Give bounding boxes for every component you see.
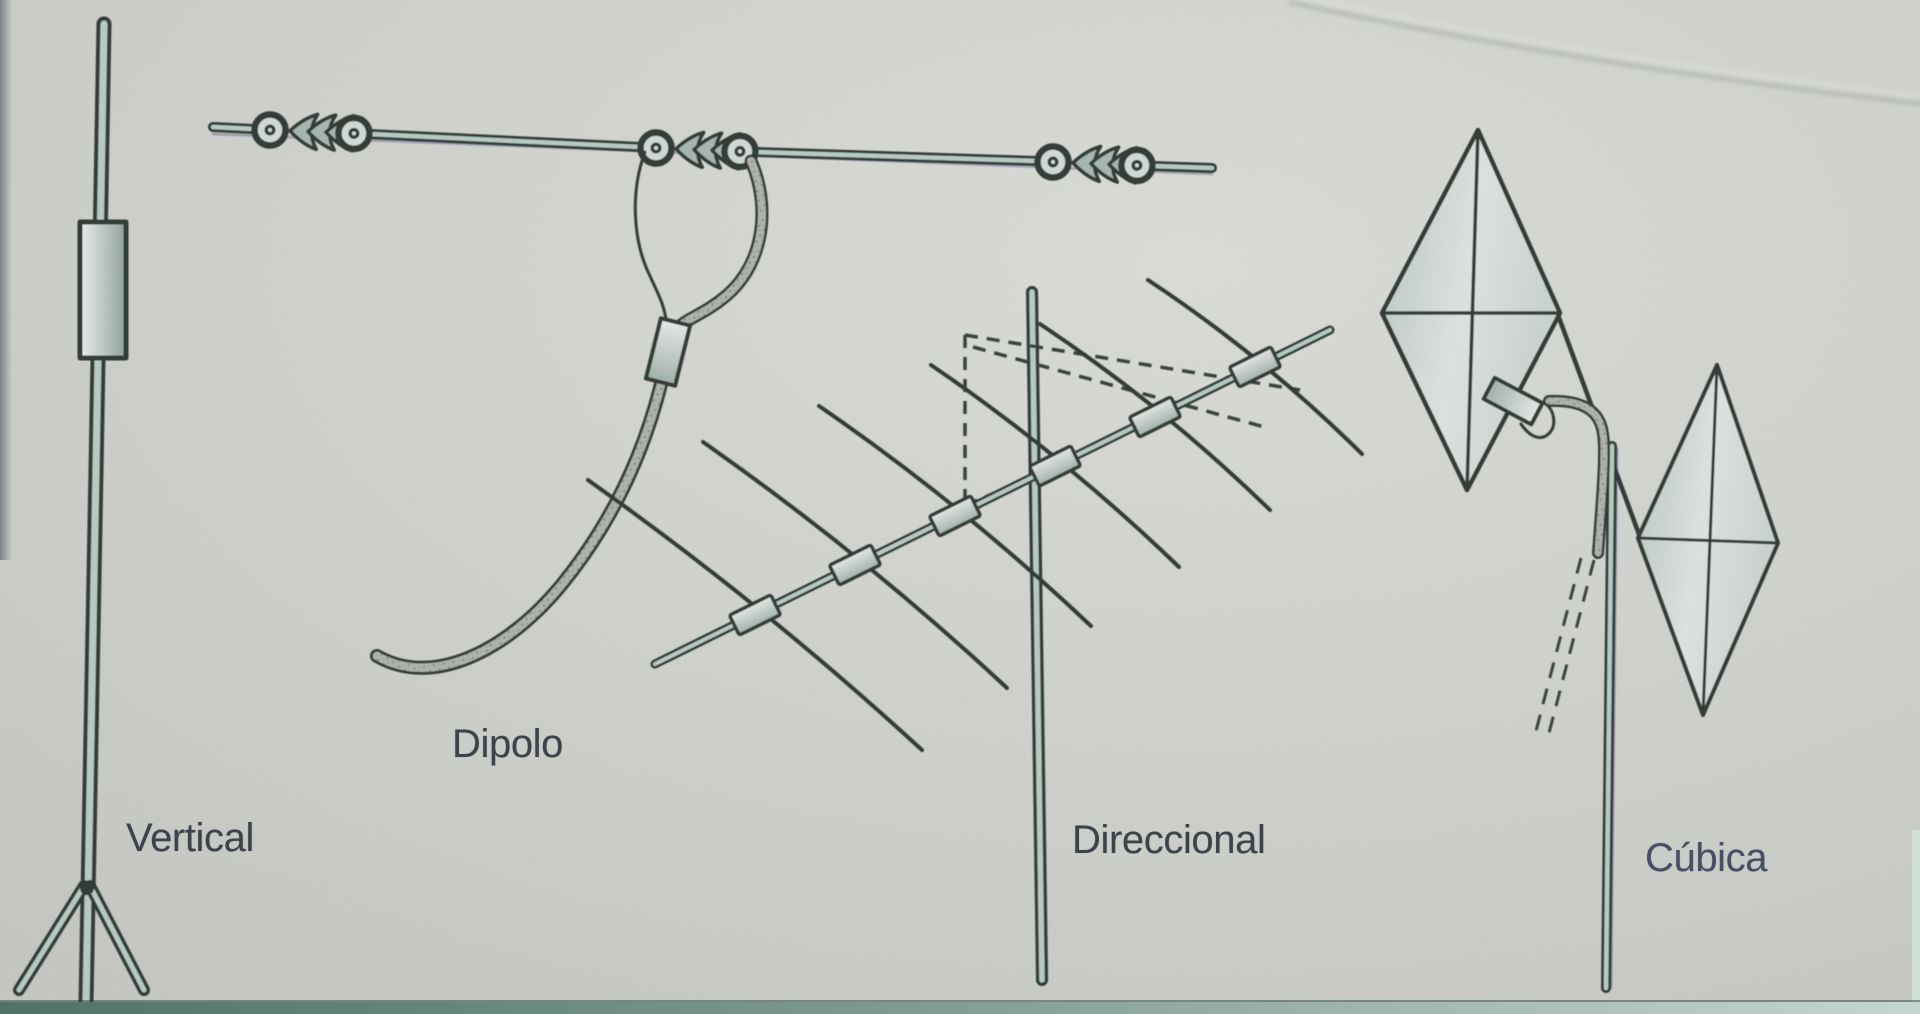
- label-vertical: Vertical: [126, 816, 254, 860]
- label-cubica: Cúbica: [1645, 836, 1768, 880]
- label-direccional: Direccional: [1072, 818, 1266, 862]
- label-dipolo: Dipolo: [452, 722, 563, 766]
